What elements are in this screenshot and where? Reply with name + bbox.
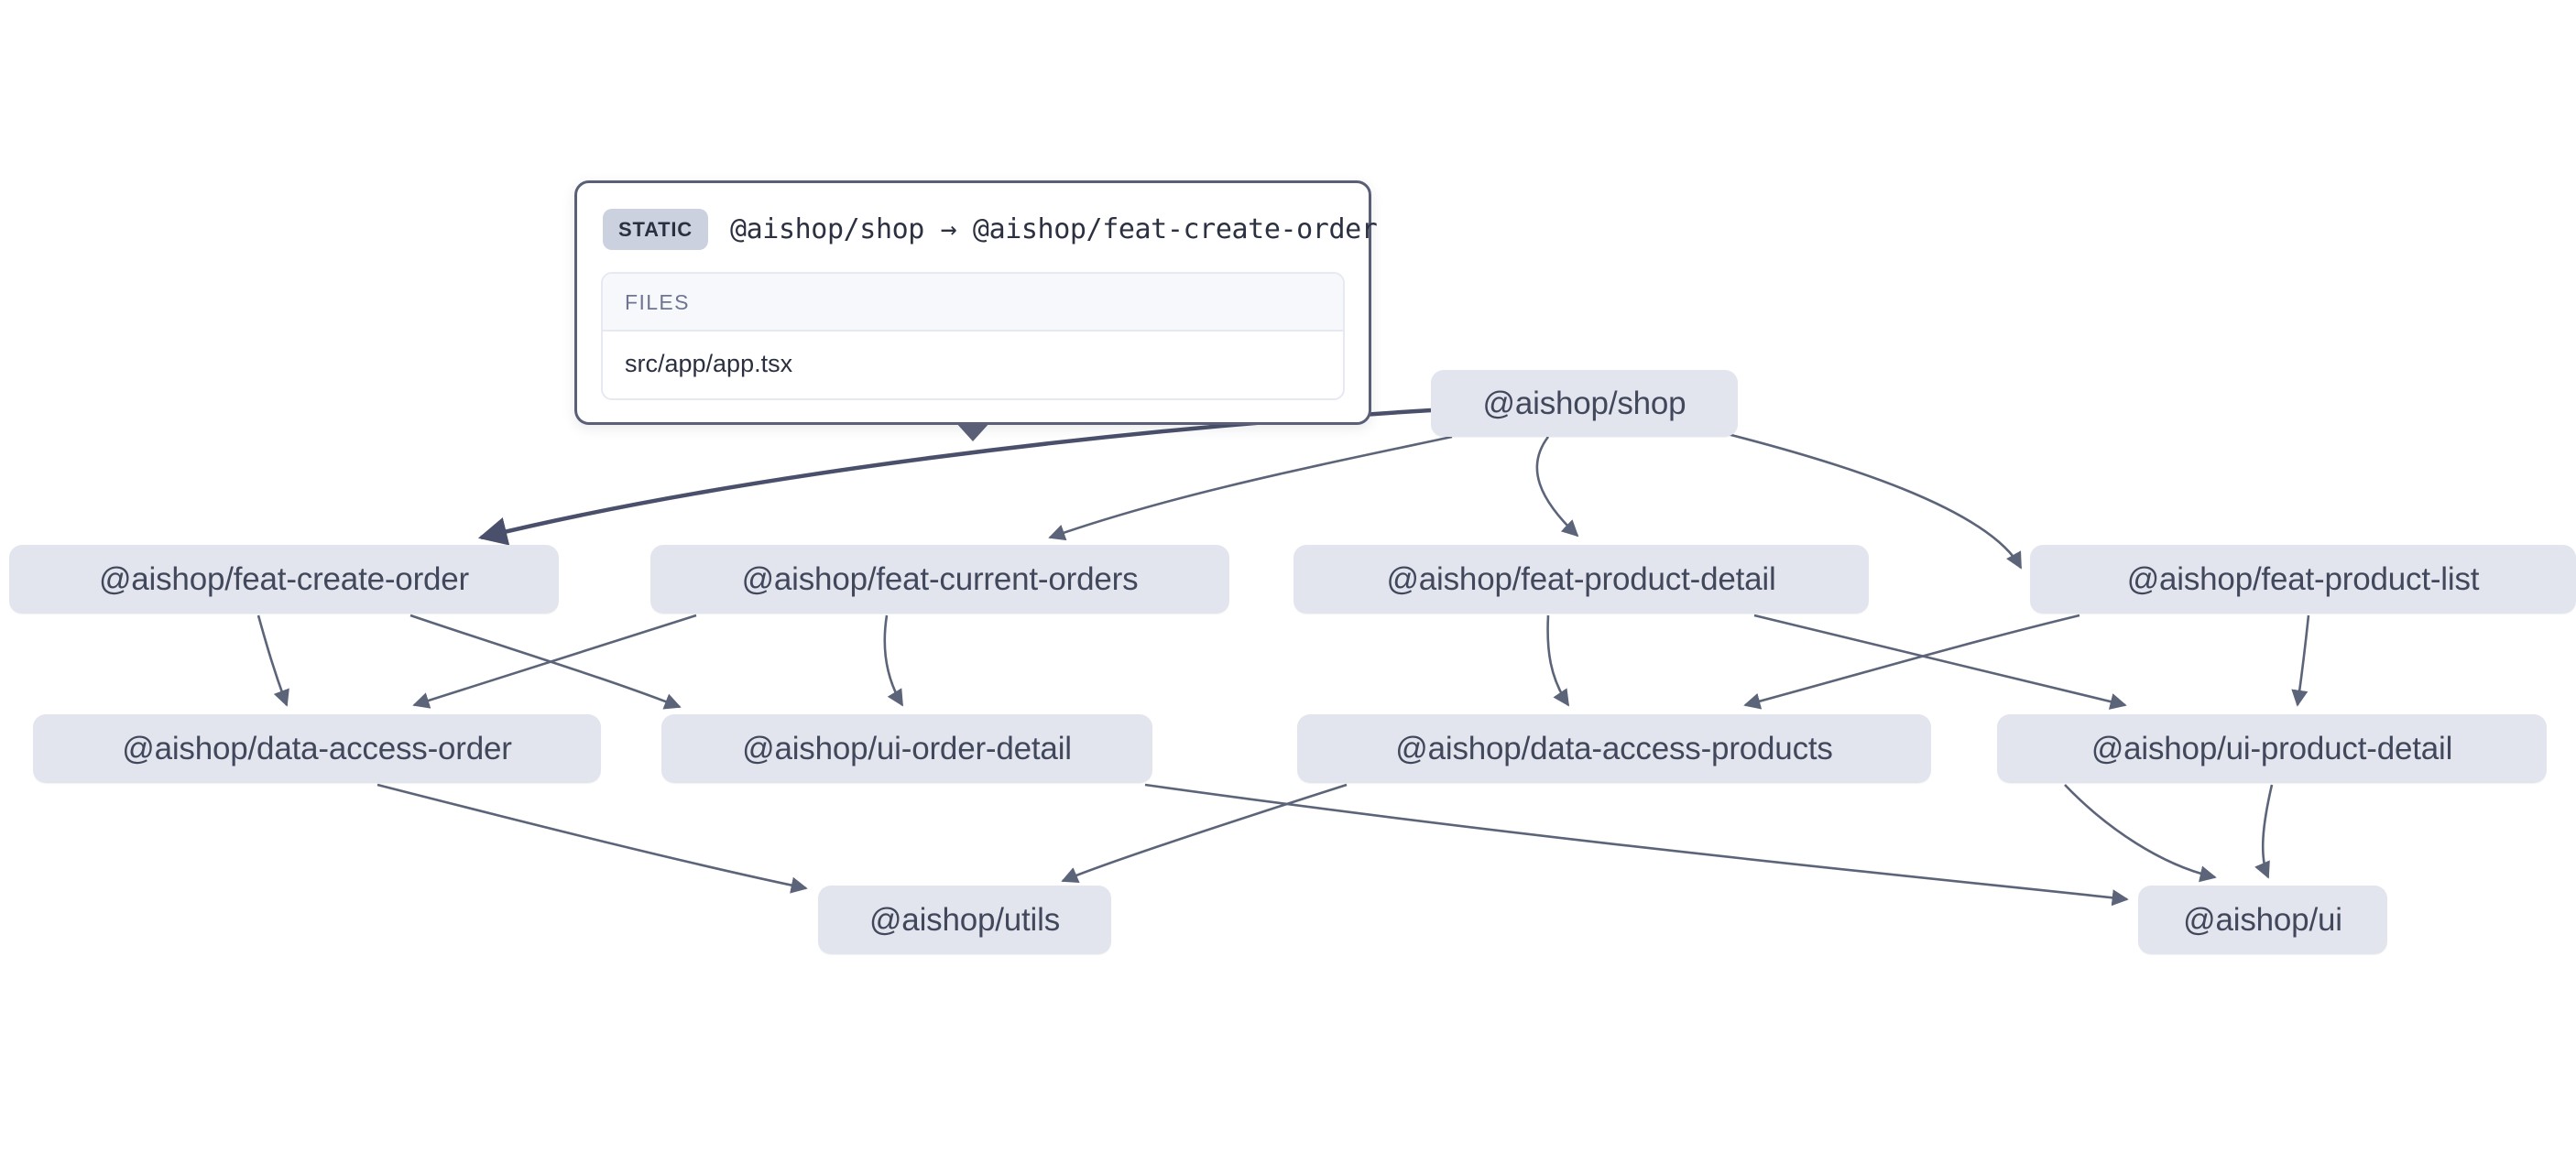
tooltip-pointer-icon: [955, 422, 990, 441]
node-label: @aishop/data-access-order: [122, 730, 512, 766]
edge-ui-product-detail-to-ui[interactable]: [2064, 784, 2217, 883]
node-label: @aishop/ui-order-detail: [742, 730, 1072, 766]
node-label: @aishop/utils: [868, 901, 1061, 938]
graph-node-data-access-products[interactable]: @aishop/data-access-products: [1297, 714, 1931, 783]
edge-detail-card[interactable]: STATIC @aishop/shop → @aishop/feat-creat…: [574, 180, 1378, 441]
edge-feat-product-detail-to-data-access-products[interactable]: [1546, 614, 1570, 707]
node-label: @aishop/feat-product-list: [2126, 560, 2480, 597]
files-panel: FILES src/app/app.tsx: [601, 272, 1345, 400]
edge-data-access-order-to-utils[interactable]: [377, 783, 808, 894]
files-panel-header: FILES: [603, 274, 1343, 332]
edge-shop-to-feat-product-detail[interactable]: [1535, 436, 1579, 538]
edge-ui-product-detail-curve-to-ui[interactable]: [2254, 784, 2274, 879]
graph-node-data-access-order[interactable]: @aishop/data-access-order: [33, 714, 601, 783]
graph-node-ui-product-detail[interactable]: @aishop/ui-product-detail: [1997, 714, 2547, 783]
node-label: @aishop/feat-create-order: [98, 560, 470, 597]
node-label: @aishop/shop: [1482, 385, 1686, 421]
node-label: @aishop/ui: [2183, 901, 2342, 938]
edge-detail-header: STATIC @aishop/shop → @aishop/feat-creat…: [601, 203, 1378, 252]
edge-feat-create-order-to-data-access-order[interactable]: [257, 614, 289, 707]
graph-node-ui-order-detail[interactable]: @aishop/ui-order-detail: [661, 714, 1152, 783]
graph-node-feat-current-orders[interactable]: @aishop/feat-current-orders: [650, 545, 1229, 614]
edge-ui-order-detail-to-ui[interactable]: [1144, 783, 2129, 907]
static-badge: STATIC: [603, 209, 708, 250]
graph-node-feat-product-list[interactable]: @aishop/feat-product-list: [2030, 545, 2576, 614]
edge-feat-create-order-to-ui-order-detail[interactable]: [409, 614, 682, 710]
node-label: @aishop/feat-product-detail: [1386, 560, 1776, 597]
edge-data-access-products-to-utils[interactable]: [1061, 783, 1348, 883]
edge-detail-title: @aishop/shop → @aishop/feat-create-order: [729, 213, 1378, 245]
file-list-item[interactable]: src/app/app.tsx: [625, 350, 793, 377]
graph-node-utils[interactable]: @aishop/utils: [818, 886, 1111, 954]
node-label: @aishop/feat-current-orders: [741, 560, 1139, 597]
graph-node-feat-create-order[interactable]: @aishop/feat-create-order: [9, 545, 559, 614]
edge-feat-product-detail-to-ui-product-detail[interactable]: [1753, 614, 2127, 710]
edge-feat-current-orders-to-ui-order-detail[interactable]: [883, 614, 904, 707]
graph-node-ui[interactable]: @aishop/ui: [2138, 886, 2387, 954]
node-label: @aishop/data-access-products: [1395, 730, 1833, 766]
graph-node-feat-product-detail[interactable]: @aishop/feat-product-detail: [1293, 545, 1869, 614]
graph-node-shop[interactable]: @aishop/shop: [1431, 370, 1738, 437]
edge-feat-current-orders-to-data-access-order[interactable]: [412, 614, 697, 709]
edge-feat-product-list-to-data-access-products[interactable]: [1743, 614, 2080, 710]
edge-feat-product-list-to-ui-product-detail[interactable]: [2291, 614, 2310, 707]
edge-shop-to-feat-current-orders[interactable]: [1048, 435, 1453, 541]
node-label: @aishop/ui-product-detail: [2090, 730, 2453, 766]
